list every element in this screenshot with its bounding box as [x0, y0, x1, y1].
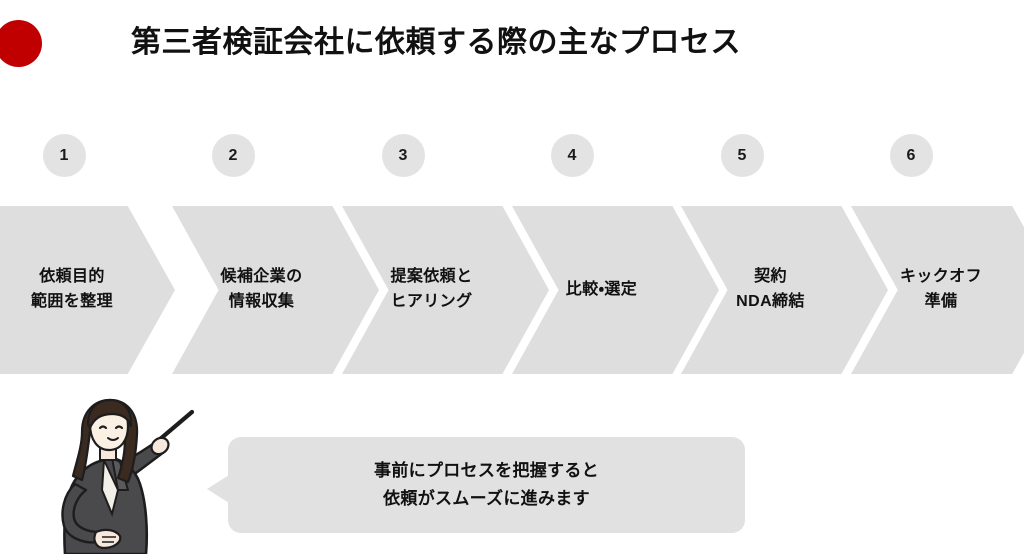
page-title: 第三者検証会社に依頼する際の主なプロセス: [131, 26, 741, 59]
process-step-label: 提案依頼と ヒアリング: [390, 268, 473, 310]
step-number-badge[interactable]: 4: [550, 134, 594, 177]
callout-bubble: 事前にプロセスを把握すると 依頼がスムーズに進みます: [207, 437, 745, 533]
process-step-label: 候補企業の 情報収集: [220, 268, 303, 310]
process-step-label: 依頼目的 範囲を整理: [30, 268, 113, 310]
step-number-badge[interactable]: 1: [42, 134, 86, 177]
process-step-label: キックオフ 準備: [899, 268, 982, 310]
step-number-badge[interactable]: 5: [720, 134, 764, 177]
red-circle-bullet-icon: [0, 20, 42, 67]
callout-text: 事前にプロセスを把握すると 依頼がスムーズに進みます: [374, 460, 599, 508]
process-step-arrow[interactable]: 候補企業の 情報収集: [172, 206, 379, 374]
step-number-badge[interactable]: 6: [889, 134, 933, 177]
process-step-label: 契約 NDA締結: [736, 268, 805, 310]
step-number-row: 1 2 3 4 5 6: [0, 134, 1024, 178]
callout-bubble-tail: [207, 475, 229, 503]
process-step-arrow[interactable]: 依頼目的 範囲を整理: [0, 206, 175, 374]
process-step-label: 比較・選定: [565, 280, 638, 298]
businesswoman-pointer-illustration-icon: [42, 398, 238, 554]
step-number-badge[interactable]: 3: [381, 134, 425, 177]
step-number-badge[interactable]: 2: [211, 134, 255, 177]
process-arrow-row: 依頼目的 範囲を整理 候補企業の 情報収集 提案依頼と ヒアリング 比較・選定 契約 N…: [0, 206, 1024, 374]
